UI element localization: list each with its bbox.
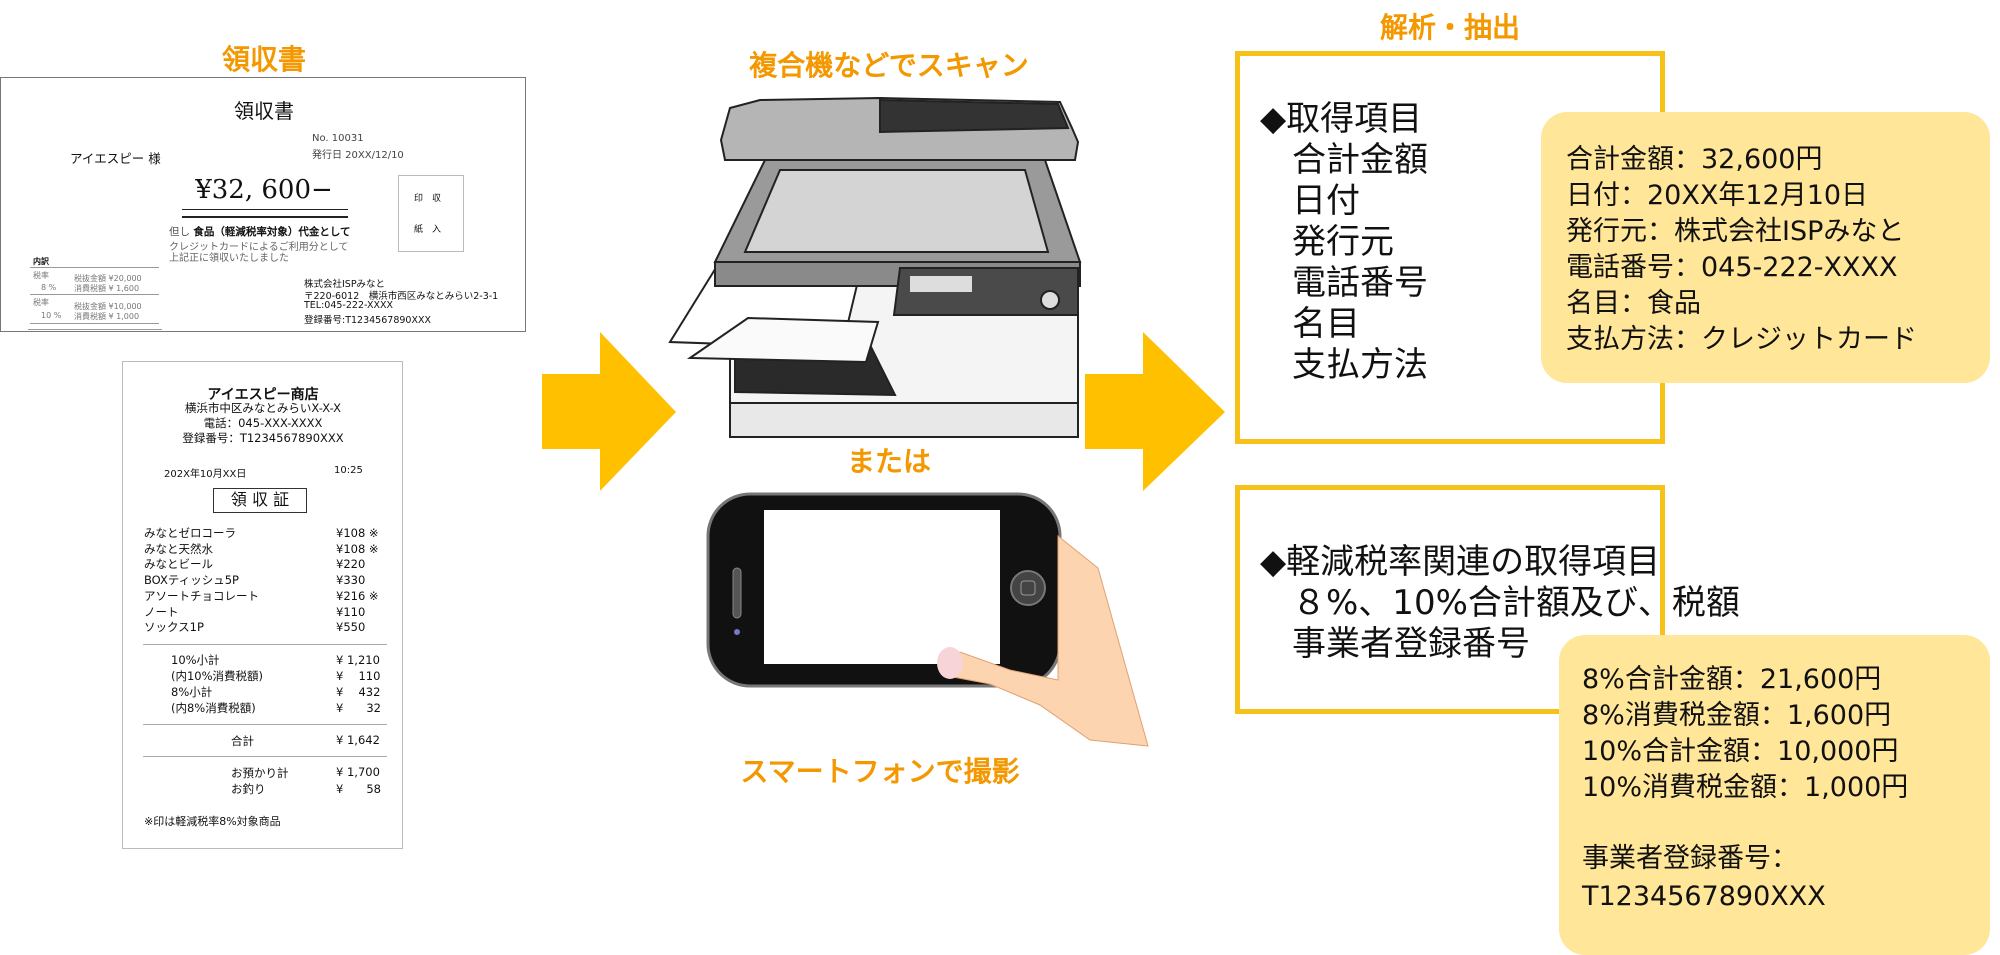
item-price: ¥220 <box>336 557 366 572</box>
shop-tel: 電話：045-XXX-XXXX <box>203 416 323 430</box>
subtotal-label: 8%小計 <box>171 685 213 699</box>
registration-label: 事業者登録番号： <box>1582 843 1798 874</box>
subtotal-value: ¥ 432 <box>336 685 381 699</box>
paid-value: ¥ 1,700 <box>336 765 380 779</box>
extraction-result-box: 合計金額：32,600円 日付：20XX年12月10日 発行元：株式会社ISPみ… <box>1541 112 1990 383</box>
smartphone-label: スマートフォンで撮影 <box>740 755 1020 788</box>
breakdown-label: 内訳 <box>33 257 49 266</box>
breakdown-tax: 消費税額 ¥ 1,600 <box>74 284 140 293</box>
footnote: ※印は軽減税率8%対象商品 <box>144 815 281 828</box>
change-value: ¥ 58 <box>336 782 381 796</box>
result-line: 10%消費税金額：1,000円 <box>1582 772 1909 803</box>
issuer-registration: 登録番号:T1234567890XXX <box>304 315 431 326</box>
reduced-tax-items-box: ◆軽減税率関連の取得項目 ８%、10%合計額及び、税額 事業者登録番号 <box>1235 485 1740 714</box>
multifunction-printer-icon <box>668 96 1082 438</box>
receipt-number: No. 10031 <box>312 133 364 144</box>
receipt-date: 202X年10月XX日 <box>164 469 247 480</box>
shop-name: アイエスピー商店 <box>207 387 319 403</box>
extraction-item: 名目 <box>1292 304 1360 344</box>
item-price: ¥108 ※ <box>336 526 379 540</box>
scan-label: 複合機などでスキャン <box>749 49 1029 82</box>
reduced-tax-heading: ◆軽減税率関連の取得項目 <box>1260 542 1661 582</box>
receipt-heading: 領 収 証 <box>213 488 307 513</box>
shop-address: 横浜市中区みなとみらいX-X-X <box>184 401 342 415</box>
total-value: ¥ 1,642 <box>336 733 380 747</box>
stamp-label: 紙 入 <box>414 225 442 235</box>
result-line: 日付：20XX年12月10日 <box>1566 180 1869 211</box>
result-line: 8%合計金額：21,600円 <box>1582 664 1882 695</box>
subtotal-value: ¥ 32 <box>336 701 381 715</box>
subtotal-value: ¥ 110 <box>336 669 381 683</box>
item-price: ¥550 <box>336 620 366 635</box>
subtotal-label: 10%小計 <box>171 653 220 667</box>
result-line: 10%合計金額：10,000円 <box>1582 736 1899 767</box>
receipt-note: クレジットカードによるご利用分として <box>169 242 349 253</box>
shop-registration: 登録番号：T1234567890XXX <box>182 431 344 445</box>
reduced-tax-item: 事業者登録番号 <box>1292 624 1530 664</box>
breakdown-rate-label: 税率 <box>33 271 49 280</box>
breakdown-rate-label: 税率 <box>33 298 49 307</box>
breakdown-rate: 8 % <box>41 283 57 292</box>
breakdown-rate: 10 % <box>41 311 62 320</box>
item-name: みなと天然水 <box>144 541 213 556</box>
reduced-tax-result-box: 8%合計金額：21,600円 8%消費税金額：1,600円 10%合計金額：10… <box>1559 635 1990 955</box>
paid-label: お預かり計 <box>231 766 289 780</box>
register-receipt: アイエスピー商店 横浜市中区みなとみらいX-X-X 電話：045-XXX-XXX… <box>122 361 403 849</box>
subtotal-label: (内10%消費税額) <box>171 669 264 683</box>
subtotal-label: (内8%消費税額) <box>171 701 256 715</box>
subtotal-value: ¥ 1,210 <box>336 653 380 667</box>
result-line: 8%消費税金額：1,600円 <box>1582 700 1892 731</box>
result-line: 発行元：株式会社ISPみなと <box>1566 216 1905 247</box>
analysis-label: 解析・抽出 <box>1379 11 1521 44</box>
revenue-stamp-box: 印 収 紙 入 <box>398 175 464 252</box>
extraction-item: 支払方法 <box>1292 345 1428 385</box>
receipt-document: 領収書 No. 10031 発行日 20XX/12/10 アイエスピー 様 ¥3… <box>0 77 526 332</box>
hand-icon <box>937 534 1149 747</box>
reduced-tax-item: ８%、10%合計額及び、税額 <box>1292 583 1740 623</box>
item-name: ソックス1P <box>144 620 204 635</box>
or-label: または <box>846 445 932 478</box>
result-line: 合計金額：32,600円 <box>1566 144 1823 175</box>
item-name: アソートチョコレート <box>144 588 259 603</box>
extraction-item: 合計金額 <box>1292 140 1428 180</box>
extraction-item: 発行元 <box>1292 222 1394 262</box>
item-price: ¥330 <box>336 573 366 588</box>
item-name: みなとビール <box>144 557 213 572</box>
extraction-heading: ◆取得項目 <box>1260 99 1423 139</box>
result-line: 支払方法：クレジットカード <box>1566 324 1917 355</box>
receipt-note: 上記正に領収いたしました <box>169 253 289 264</box>
extraction-item: 日付 <box>1292 181 1360 221</box>
item-price: ¥110 <box>336 604 366 619</box>
item-price: ¥216 ※ <box>336 588 379 603</box>
total-label: 合計 <box>231 734 254 748</box>
change-label: お釣り <box>231 782 266 796</box>
arrow-right-icon <box>542 332 676 491</box>
result-line: 電話番号：045-222-XXXX <box>1566 252 1898 283</box>
receipt-title: 領収書 <box>234 99 294 123</box>
breakdown-excl: 税抜金額 ¥20,000 <box>74 274 142 283</box>
receipt-proviso-prefix: 但し <box>169 226 190 238</box>
receipt-amount: ¥32, 600− <box>195 175 333 205</box>
registration-value: T1234567890XXX <box>1582 881 1826 912</box>
result-line: 名目：食品 <box>1566 288 1701 319</box>
arrow-right-icon <box>1085 332 1225 491</box>
receipt-section-title: 領収書 <box>221 43 307 76</box>
issuer-address: 〒220-6012 横浜市西区みなとみらい2-3-1 <box>304 291 499 302</box>
item-price: ¥108 ※ <box>336 541 379 556</box>
receipt-time: 10:25 <box>334 465 363 476</box>
item-name: BOXティッシュ5P <box>144 573 239 588</box>
smartphone-icon <box>706 492 1062 688</box>
item-name: みなとゼロコーラ <box>144 526 236 540</box>
issuer-tel: TEL:045-222-XXXX <box>304 300 393 311</box>
issuer-name: 株式会社ISPみなと <box>304 279 386 290</box>
receipt-proviso: 食品（軽減税率対象）代金として <box>193 226 351 238</box>
item-name: ノート <box>144 604 179 619</box>
receipt-issue-date: 発行日 20XX/12/10 <box>312 150 404 161</box>
stamp-label: 印 収 <box>414 194 442 204</box>
receipt-recipient: アイエスピー 様 <box>70 151 161 166</box>
breakdown-tax: 消費税額 ¥ 1,000 <box>74 312 140 321</box>
breakdown-excl: 税抜金額 ¥10,000 <box>74 302 142 311</box>
extraction-item: 電話番号 <box>1292 263 1428 303</box>
